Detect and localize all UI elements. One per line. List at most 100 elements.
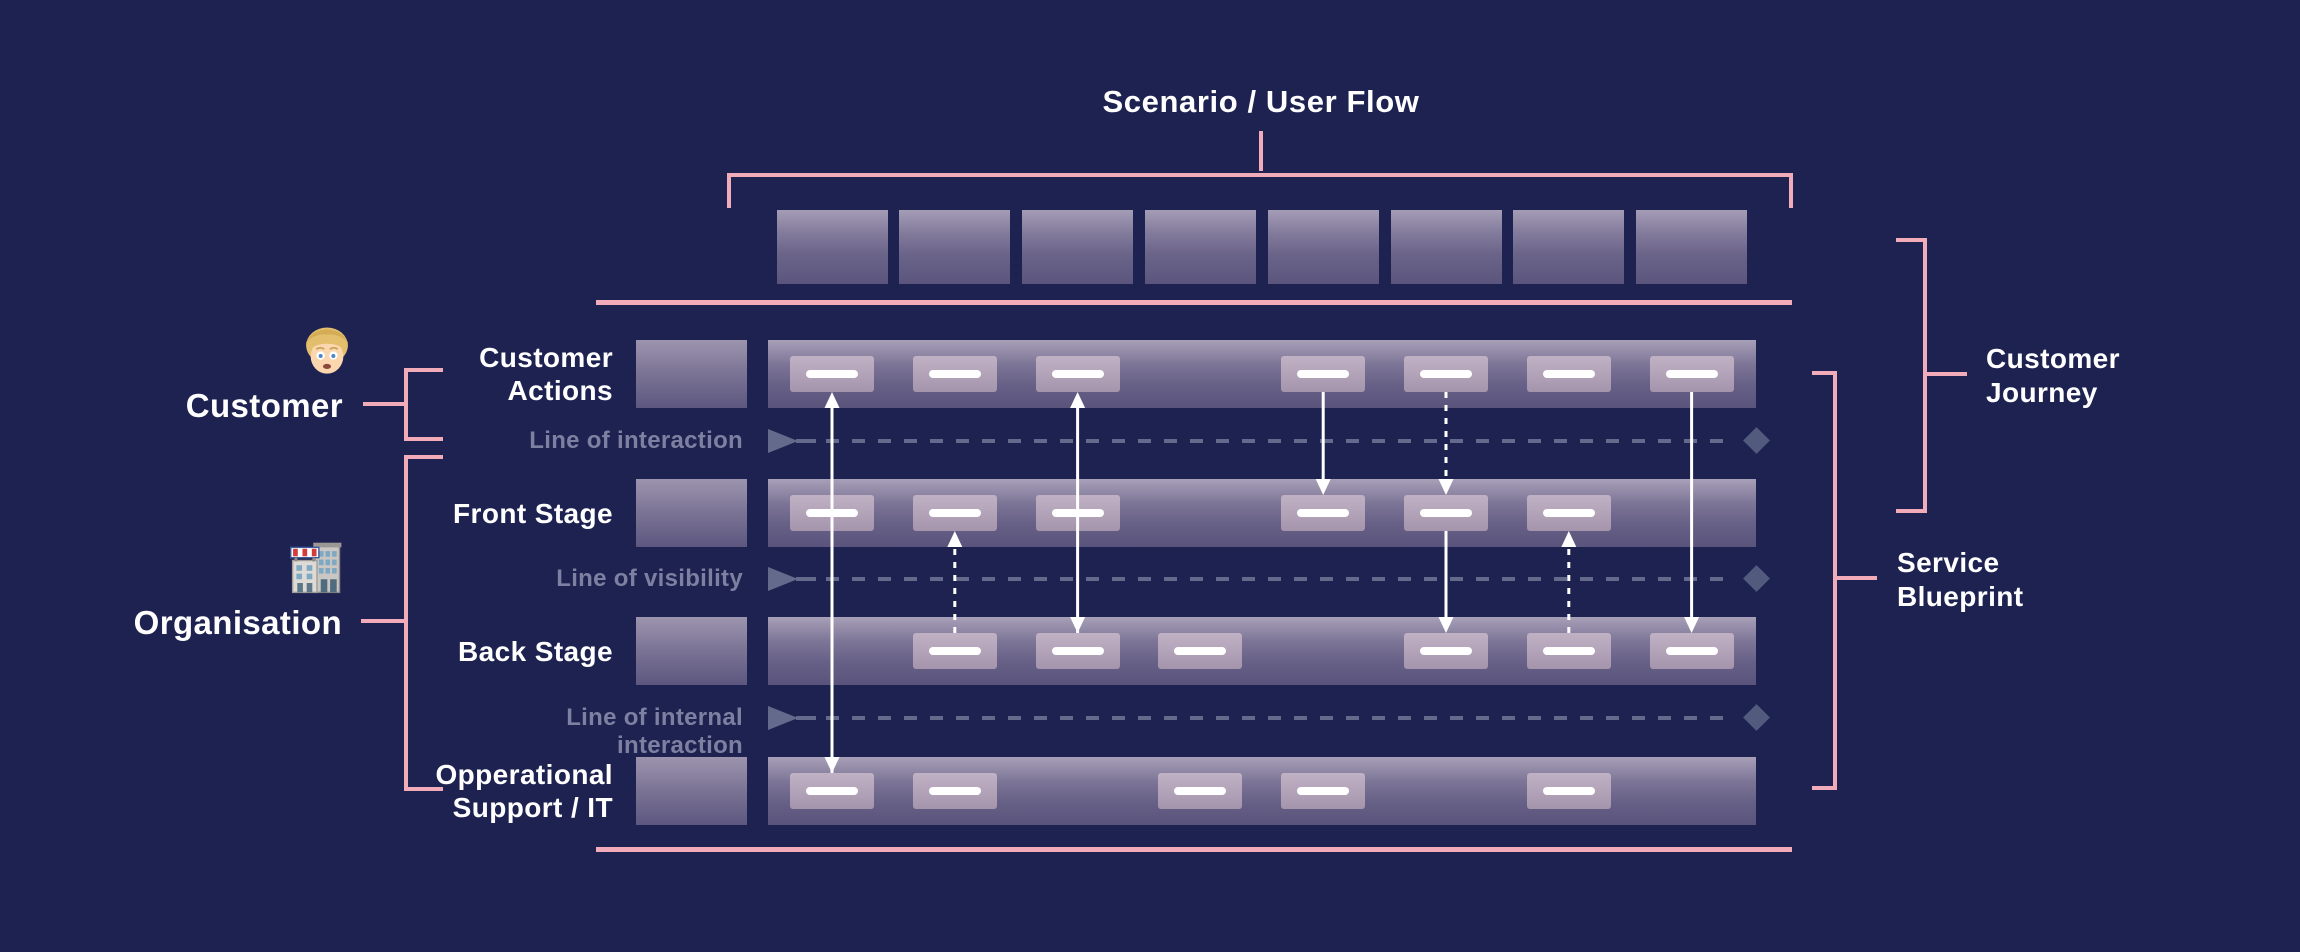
customer-journey-label-line: Journey — [1986, 377, 2098, 408]
service-blueprint-bracket-top-tick — [1812, 371, 1837, 375]
arrowhead — [947, 531, 963, 547]
organisation-group-label: Organisation — [133, 604, 342, 641]
step-placeholder-bar — [1542, 370, 1595, 378]
back-stage-step-box — [1649, 633, 1734, 669]
line-of-internal-interaction-dashed-line — [826, 716, 1734, 720]
step-placeholder-bar — [1420, 509, 1472, 517]
arrowhead — [1070, 392, 1086, 408]
customer-journey-bracket-bottom-tick — [1896, 509, 1927, 513]
customer-label-tick — [363, 402, 406, 406]
customer-bracket-bottom-tick — [404, 437, 443, 441]
step-placeholder-bar — [1297, 370, 1350, 378]
line-of-visibility-label: Line of visibility — [556, 565, 743, 592]
line-of-interaction-label: Line of interaction — [529, 427, 743, 454]
line-of-internal-interaction-arrowhead — [768, 706, 816, 730]
step-placeholder-bar — [1542, 509, 1595, 517]
scenario-bracket-line — [727, 173, 1793, 177]
step-placeholder-bar — [1051, 647, 1104, 655]
back-stage-step-box — [1404, 633, 1488, 669]
front-stage-step-box — [912, 495, 997, 531]
step-placeholder-bar — [928, 787, 981, 795]
title-connector-tick — [1259, 131, 1263, 171]
step-placeholder-bar — [1420, 647, 1472, 655]
front-stage-label: Front Stage — [453, 497, 613, 529]
customer-actions-step-box — [1035, 356, 1120, 392]
user-flow-step-box — [776, 210, 888, 284]
step-placeholder-bar — [1051, 370, 1104, 378]
back-stage-step-box — [1158, 633, 1243, 669]
customer-actions-step-box — [790, 356, 874, 392]
customer-group-label: Customer — [185, 387, 343, 424]
service-blueprint-label-line: Service — [1897, 547, 2000, 578]
operational-support-step-box — [1526, 773, 1611, 809]
organisation-bracket-top-tick — [404, 455, 443, 459]
step-placeholder-bar — [806, 787, 858, 795]
back-stage-label: Back Stage — [458, 635, 613, 667]
user-flow-step-box — [1267, 210, 1379, 284]
customer-journey-label-line: Customer — [1986, 343, 2120, 374]
bottom-divider-line — [596, 847, 1792, 852]
front-stage-step-box — [1281, 495, 1366, 531]
customer-actions-step-box — [912, 356, 997, 392]
arrowhead — [1684, 617, 1700, 633]
line-of-visibility-dashed-line — [826, 577, 1734, 581]
arrowhead — [824, 757, 840, 773]
operational-support-category-box — [636, 757, 747, 825]
step-placeholder-bar — [1542, 647, 1595, 655]
front-stage-step-box — [1526, 495, 1611, 531]
operational-support-step-box — [790, 773, 874, 809]
service-blueprint-bracket — [1833, 371, 1837, 790]
scenario-bracket-right-tick — [1789, 173, 1793, 208]
front-stage-category-box — [636, 479, 747, 547]
customer-bracket — [404, 368, 408, 441]
step-placeholder-bar — [1542, 787, 1595, 795]
customer-journey-label-tick — [1923, 372, 1967, 376]
customer-actions-step-box — [1526, 356, 1611, 392]
user-flow-step-box — [1144, 210, 1256, 284]
organisation-label-tick — [361, 619, 406, 623]
customer-journey-bracket-top-tick — [1896, 238, 1927, 242]
operational-support-step-box — [1281, 773, 1366, 809]
step-placeholder-bar — [1665, 370, 1718, 378]
step-placeholder-bar — [806, 370, 858, 378]
line-of-internal-interaction-label: Line of internal interaction — [566, 704, 743, 759]
user-flow-step-box — [899, 210, 1011, 284]
step-placeholder-bar — [1297, 509, 1350, 517]
arrowhead — [824, 392, 840, 408]
step-placeholder-bar — [1174, 787, 1227, 795]
user-flow-step-box — [1513, 210, 1625, 284]
operational-support-step-box — [912, 773, 997, 809]
back-stage-step-box — [912, 633, 997, 669]
service-blueprint-bracket-bottom-tick — [1812, 786, 1837, 790]
step-placeholder-bar — [928, 509, 981, 517]
user-flow-step-box — [1390, 210, 1502, 284]
line-of-visibility-arrowhead — [768, 567, 816, 591]
arrowhead — [1315, 479, 1331, 495]
step-placeholder-bar — [928, 647, 981, 655]
scenario-bracket-left-tick — [727, 173, 731, 208]
customer-bracket-top-tick — [404, 368, 443, 372]
step-placeholder-bar — [928, 370, 981, 378]
line-of-interaction-arrowhead — [768, 429, 816, 453]
back-stage-category-box — [636, 617, 747, 685]
customer-actions-category-box — [636, 340, 747, 408]
back-stage-step-box — [1526, 633, 1611, 669]
operational-support-step-box — [1158, 773, 1243, 809]
customer-actions-step-box — [1404, 356, 1488, 392]
customer-actions-step-box — [1649, 356, 1734, 392]
organisation-bracket-bottom-tick — [404, 787, 443, 791]
service-blueprint-label-tick — [1833, 576, 1877, 580]
page-title: Scenario / User Flow — [1102, 84, 1420, 119]
arrowhead — [1438, 617, 1454, 633]
user-flow-step-box — [1022, 210, 1134, 284]
front-stage-step-box — [1404, 495, 1488, 531]
organisation-bracket — [404, 455, 408, 791]
customer-actions-step-box — [1281, 356, 1366, 392]
back-stage-step-box — [1035, 633, 1120, 669]
step-placeholder-bar — [1174, 647, 1227, 655]
